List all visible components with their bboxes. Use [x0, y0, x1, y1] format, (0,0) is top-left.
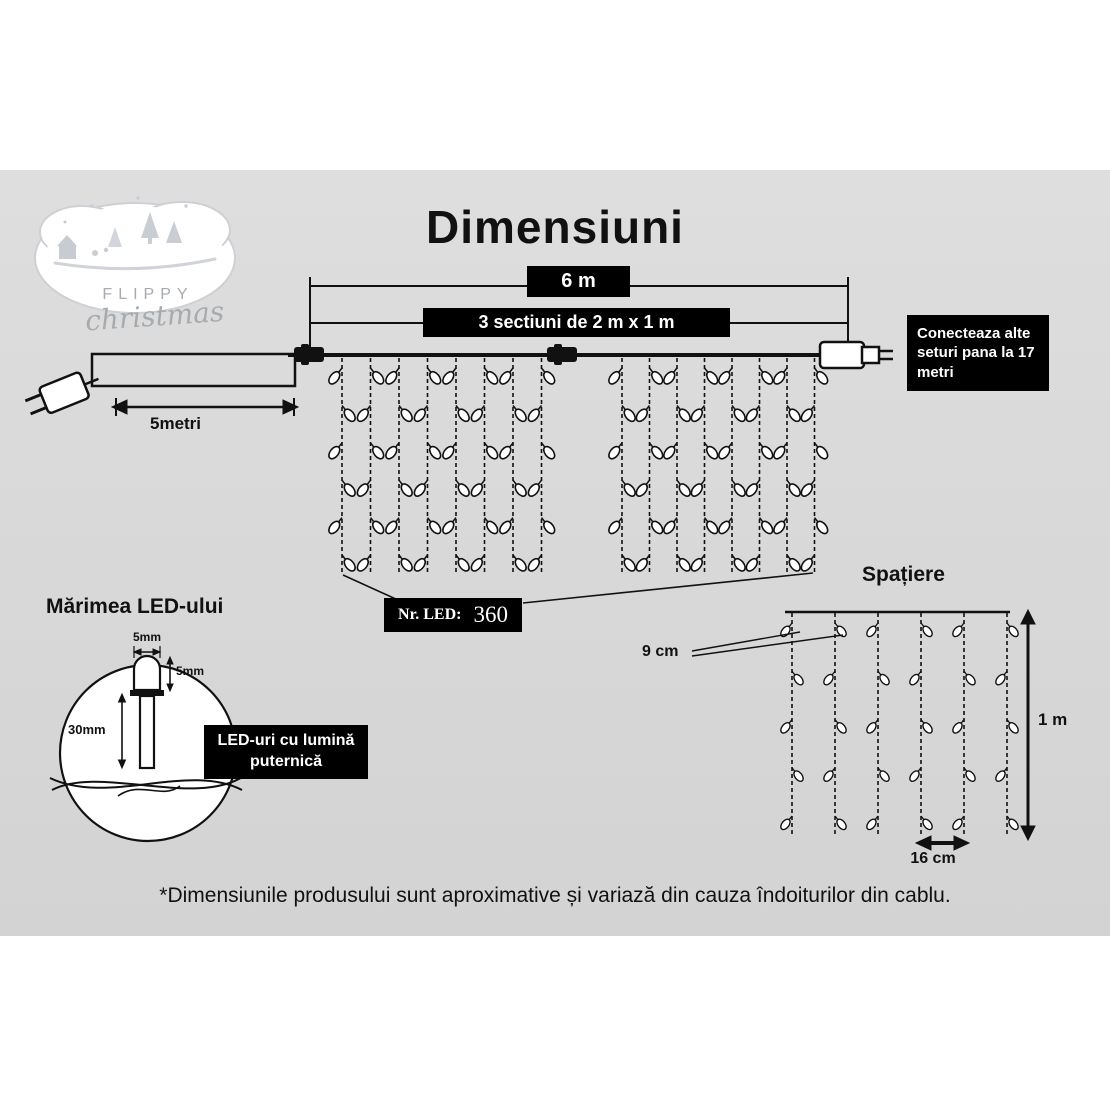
logo-brand-name: FLIPPY — [102, 286, 194, 303]
connect-note-badge: Conecteaza alte seturi pana la 17 metri — [907, 315, 1049, 391]
total-length-badge: 6 m — [527, 266, 630, 297]
bulb-width-label: 5mm — [132, 630, 161, 644]
led-bulb-icon — [132, 654, 162, 692]
led-size-heading: Mărimea LED-ului — [46, 595, 224, 618]
led-count-badge: Nr. LED: 360 — [384, 598, 522, 632]
curtain-section-right-illustration — [608, 358, 829, 575]
sections-badge: 3 sectiuni de 2 m x 1 m — [423, 308, 730, 337]
led-note-badge: LED-uri cu lumină puternică — [204, 725, 368, 779]
column-gap-label: 9 cm — [642, 643, 679, 660]
led-gap-label: 16 cm — [910, 850, 956, 867]
wire-connector-icon — [547, 344, 577, 365]
curtain-section-left-illustration — [328, 358, 556, 575]
drop-height-label: 1 m — [1038, 710, 1068, 729]
led-count-leader-lines — [342, 572, 814, 604]
led-count-value: 360 — [473, 602, 508, 627]
end-plug-icon — [818, 340, 893, 370]
bulb-height-label: 5mm — [176, 664, 205, 678]
nine-cm-pointer-lines — [691, 631, 844, 657]
body-length-label: 30mm — [68, 722, 106, 737]
sixteen-cm-arrow — [914, 835, 971, 851]
lead-length-label: 5metri — [150, 414, 202, 433]
spacing-curtain-illustration — [780, 613, 1019, 836]
spacing-heading: Spațiere — [862, 563, 945, 586]
one-meter-arrow — [1020, 608, 1036, 842]
led-body-icon — [138, 694, 156, 770]
wire-connector-icon — [294, 344, 324, 365]
lead-length-arrow — [110, 398, 300, 416]
curtain-top-wire — [24, 340, 893, 416]
logo-winter-scene-icon — [34, 196, 236, 314]
page-title: Dimensiuni — [426, 201, 684, 253]
lead-cable-outline — [90, 352, 297, 388]
led-count-label: Nr. LED: — [398, 606, 462, 623]
power-plug-icon — [24, 371, 99, 416]
footnote: *Dimensiunile produsului sunt aproximati… — [159, 884, 951, 907]
